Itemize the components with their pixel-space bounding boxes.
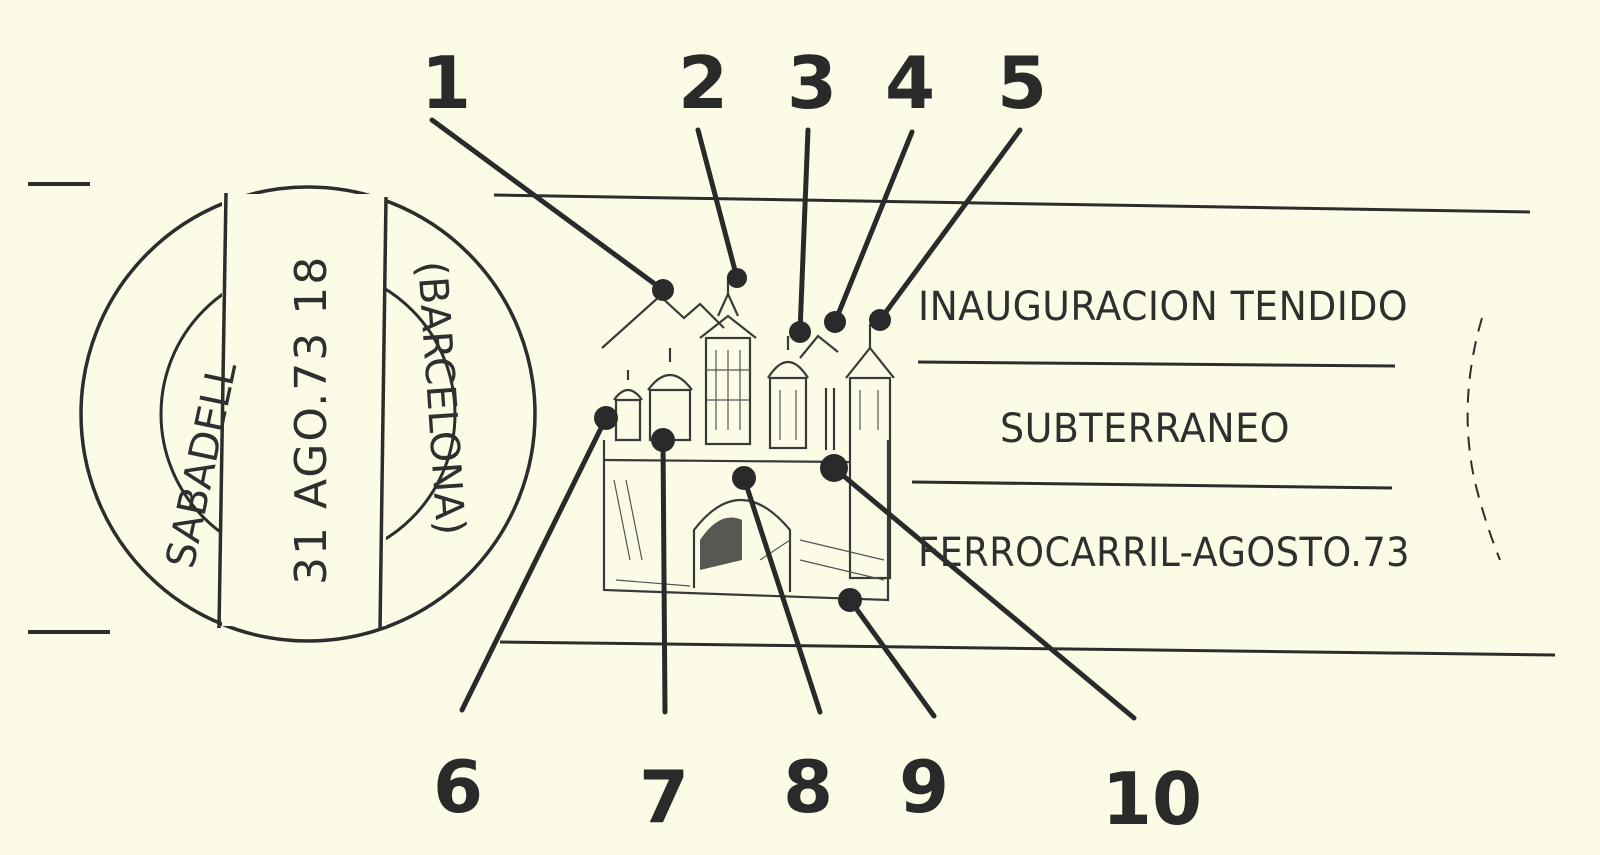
callout-10: 10 xyxy=(1102,757,1202,841)
leader-4 xyxy=(832,129,915,325)
slogan-line-1: INAUGURACION TENDIDO xyxy=(918,284,1408,330)
postmark-date: 31 AGO.73 18 xyxy=(286,255,337,585)
slogan-block: INAUGURACION TENDIDO SUBTERRANEO FERROCA… xyxy=(918,284,1410,576)
circular-postmark: SABADELL (BARCELONA) 31 AGO.73 18 xyxy=(79,185,537,643)
leader-8 xyxy=(741,475,823,715)
cancellation-lines xyxy=(28,182,1556,657)
leader-2 xyxy=(695,127,740,281)
callout-6: 6 xyxy=(433,745,483,829)
leader-7 xyxy=(660,437,668,715)
slogan-line-2: SUBTERRANEO xyxy=(1000,406,1290,452)
postmark-province: (BARCELONA) xyxy=(408,259,473,536)
leader-9 xyxy=(847,597,937,719)
callout-numbers: 1 2 3 4 5 6 7 8 9 10 xyxy=(421,41,1202,841)
callout-5: 5 xyxy=(997,41,1047,125)
callout-3: 3 xyxy=(787,41,837,125)
callout-8: 8 xyxy=(783,745,833,829)
leader-5 xyxy=(877,127,1023,323)
leader-6 xyxy=(459,415,609,713)
callout-1: 1 xyxy=(421,41,471,125)
leader-3 xyxy=(797,127,811,335)
callout-4: 4 xyxy=(885,41,935,125)
cathedral-illustration xyxy=(601,276,895,602)
callout-leaders xyxy=(429,117,1137,721)
callout-2: 2 xyxy=(678,41,728,125)
postmark-outer-ring xyxy=(79,185,537,643)
leader-10 xyxy=(831,465,1137,721)
callout-anchor-dots xyxy=(594,268,891,612)
slogan-line-3: FERROCARRIL-AGOSTO.73 xyxy=(918,530,1410,576)
callout-7: 7 xyxy=(639,755,689,839)
callout-9: 9 xyxy=(899,745,949,829)
leader-1 xyxy=(429,117,666,293)
